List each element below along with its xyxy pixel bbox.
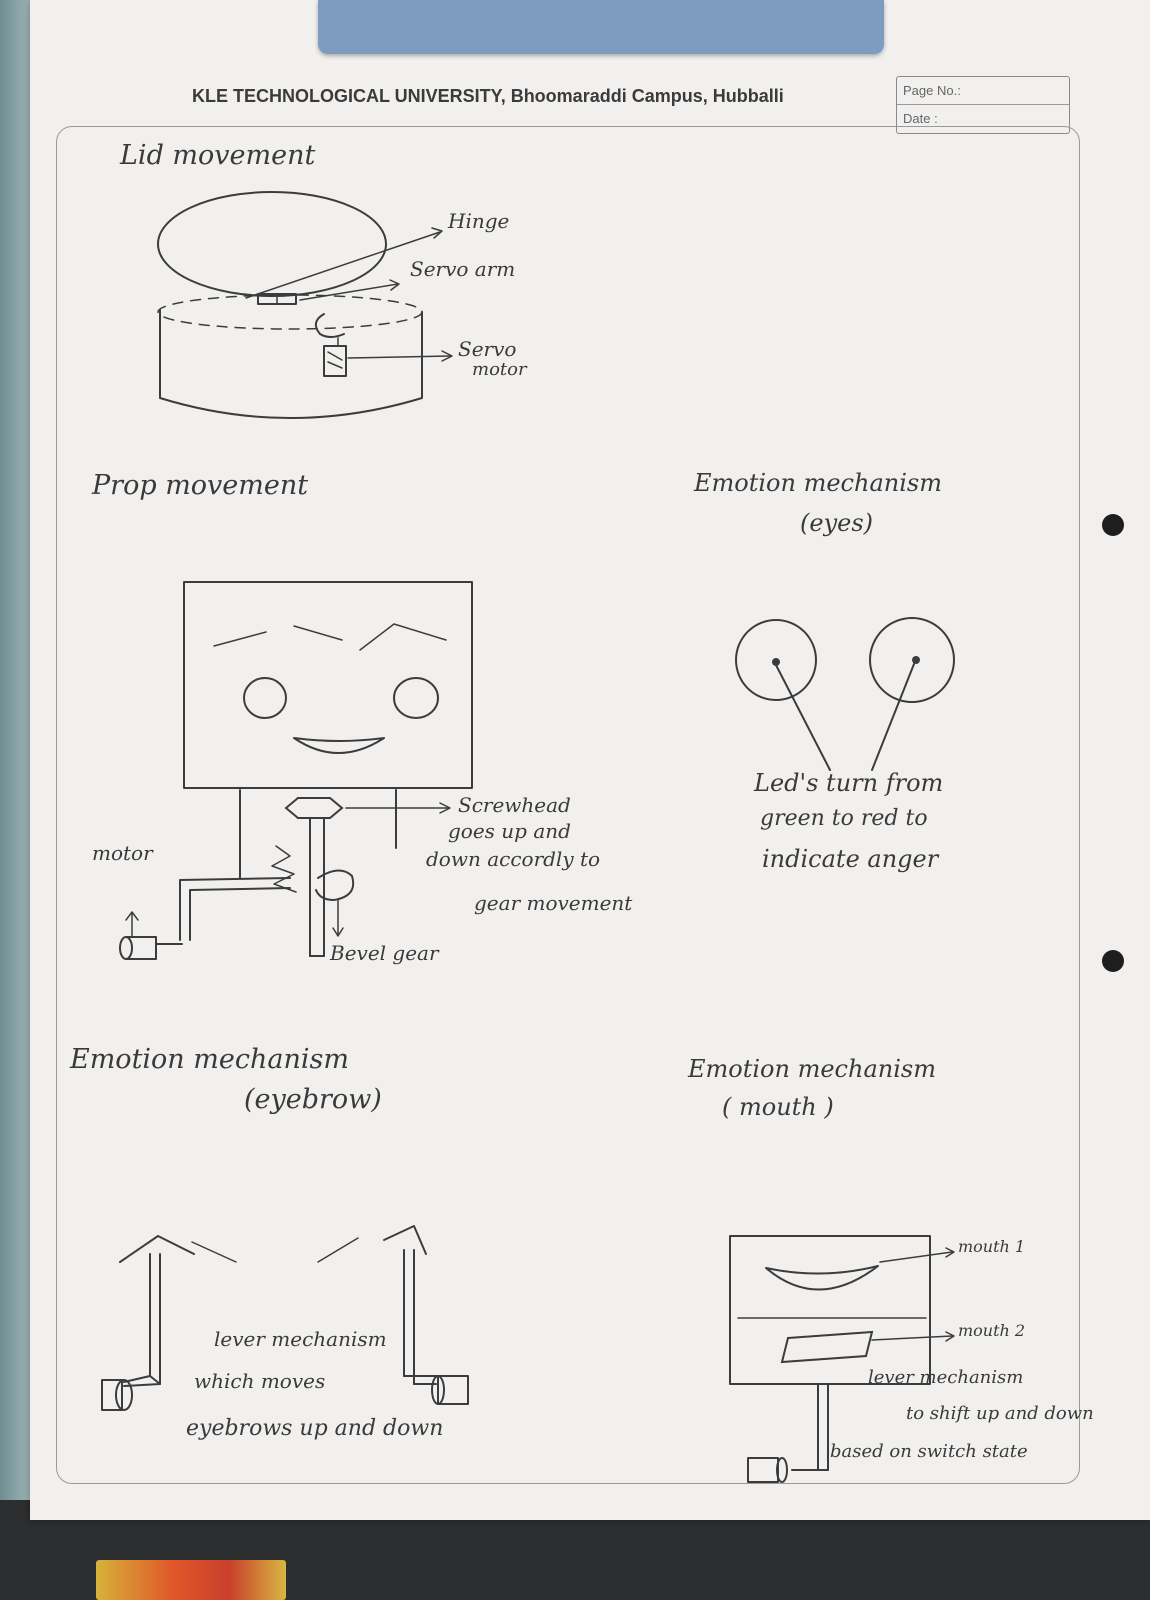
prop-note-1: Screwhead [458,793,571,817]
punch-hole-bottom [1102,950,1124,972]
eyes-note-3: indicate anger [762,845,939,873]
page-no-label: Page No.: [903,83,961,98]
eyebrow-heading-2: (eyebrow) [244,1084,382,1115]
prop-note-4: gear movement [474,891,633,915]
bevel-gear-label: Bevel gear [330,941,439,965]
eyebrow-note-3: eyebrows up and down [186,1416,444,1441]
eyes-heading-2: (eyes) [800,509,874,537]
punch-hole-top [1102,514,1124,536]
university-header: KLE TECHNOLOGICAL UNIVERSITY, Bhoomaradd… [192,86,784,106]
mouth-2-label: mouth 2 [958,1321,1026,1340]
eyebrow-heading-1: Emotion mechanism [70,1044,349,1075]
eyes-sketch [735,617,955,771]
servo-motor-label-2: motor [472,359,527,380]
servo-arm-label: Servo arm [410,257,516,281]
sticker-fragment [96,1560,286,1600]
paper-sheet [30,0,1150,1520]
mouth-1-label: mouth 1 [958,1237,1026,1256]
date-label: Date : [897,104,1069,132]
mouth-heading-2: ( mouth ) [722,1093,834,1121]
mouth-heading-1: Emotion mechanism [688,1055,936,1083]
prop-note-3: down accordly to [426,847,601,871]
mouth-note-3: based on switch state [830,1441,1028,1462]
prop-note-2: goes up and [448,819,571,843]
clipboard-clip [318,0,884,54]
folder-edge [0,0,34,1500]
motor-label: motor [92,841,153,865]
eyes-note-2: green to red to [760,806,928,831]
mouth-note-2: to shift up and down [906,1403,1094,1424]
page-border [56,126,1080,1484]
mouth-sketch [729,1235,955,1483]
lid-sketch [157,191,453,419]
mouth-note-1: lever mechanism [868,1367,1024,1388]
servo-motor-label-1: Servo [458,337,517,361]
eyebrow-note-2: which moves [194,1369,326,1393]
eyes-heading-1: Emotion mechanism [694,469,942,497]
hinge-label: Hinge [448,209,510,233]
eyebrow-note-1: lever mechanism [214,1327,387,1351]
lid-heading: Lid movement [120,140,316,171]
eyebrow-sketch [101,1225,469,1411]
prop-sketch [119,581,473,960]
eyes-note-1: Led's turn from [754,769,944,797]
prop-heading: Prop movement [92,470,309,501]
page-date-box: Page No.: Date : [896,76,1070,134]
